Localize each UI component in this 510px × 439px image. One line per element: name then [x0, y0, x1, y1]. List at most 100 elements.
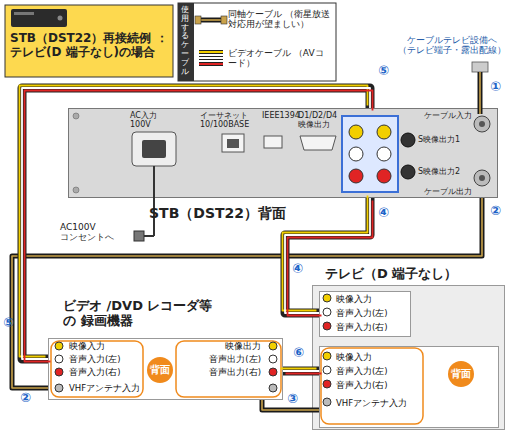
- cable-line: [22, 88, 370, 359]
- cable-line: [283, 367, 319, 376]
- tv-jack-panel: 映像入力音声入力(左)音声入力(右): [319, 291, 411, 337]
- cable-line: [283, 196, 368, 311]
- port-label: VHFアンテナ入力: [336, 399, 407, 409]
- part-label: ケーブル入力: [424, 111, 472, 120]
- part-label: AC100V コンセントへ: [60, 222, 130, 243]
- stb-panel-parts-part: [474, 116, 490, 132]
- legend-heading: 使用するケーブル: [181, 6, 189, 76]
- tv-jacks-part: [323, 366, 331, 374]
- stb-panel-parts-part: [73, 187, 79, 193]
- cable-line: [285, 198, 370, 313]
- title-box-part: [5, 5, 173, 77]
- legend-box-part: [199, 51, 223, 53]
- stb-panel-parts-part: [132, 132, 176, 166]
- port-label: 音声出力(右): [179, 368, 261, 378]
- recorder-back-panel: ビデオ /DVD レコーダ等の 録画機器映像入力音声入力(左)音声入力(右)VH…: [48, 338, 283, 400]
- stb-panel-parts-part: [264, 136, 282, 148]
- legend-box-part: [221, 16, 227, 24]
- recorder-jacks: [51, 341, 281, 397]
- legend-text: ビデオケーブル （AVコード）: [228, 48, 332, 69]
- port-label: 音声入力(左): [336, 309, 388, 319]
- av-cable: [281, 369, 322, 374]
- cable-line: [12, 198, 482, 388]
- part-label: D1/D2/D4 映像出力: [298, 111, 342, 129]
- tv-jacks-part: [323, 294, 331, 302]
- catv-outlet: [472, 62, 488, 114]
- ac-cord: [134, 166, 154, 241]
- stb-panel-parts-part: [142, 140, 166, 158]
- port-label: 映像入力: [69, 342, 105, 352]
- tv-jacks-part: [323, 322, 331, 330]
- legend-box-part: [199, 57, 223, 59]
- callout-number: ①: [490, 80, 501, 95]
- recorder-jacks-part: [176, 341, 281, 397]
- stb-panel-parts-part: [377, 169, 391, 183]
- port-label: 映像出力: [179, 342, 261, 352]
- stb-panel-parts-part: [401, 165, 415, 179]
- diagram-title: STB（DST22）再接続例 ：テレビ(D 端子なし)の場合: [10, 32, 170, 60]
- legend-box-part: [199, 18, 223, 23]
- recorder-jacks-part: [269, 355, 277, 363]
- stb-panel-parts-part: [401, 133, 415, 147]
- port-label: 音声入力(左): [336, 367, 388, 377]
- title-box: [5, 5, 173, 77]
- tv-jacks-part: [323, 352, 331, 360]
- legend-box-part: [199, 63, 223, 65]
- callout-number: ④: [378, 206, 389, 221]
- recorder-jacks-part: [269, 368, 277, 376]
- port-label: 映像入力: [336, 295, 372, 305]
- ac-cord-part: [144, 235, 154, 237]
- callout-number: ⑥: [293, 346, 304, 361]
- part-label: ケーブル出力: [424, 187, 472, 196]
- stb-panel-parts-part: [73, 113, 79, 119]
- cable-line: [20, 86, 368, 357]
- part-label: イーサネット 10/100BASE: [200, 111, 258, 129]
- legend-text: 同軸ケーブル （衛星放送対応用が望ましい）: [228, 9, 332, 30]
- av-cable: [20, 86, 373, 362]
- stb-panel-parts-part: [377, 125, 391, 139]
- port-label: 映像入力: [336, 353, 372, 363]
- port-label: 音声入力(左): [69, 355, 121, 365]
- callout-number: ③: [287, 392, 298, 407]
- title-box-part: [14, 12, 34, 15]
- node-heading: STB（DST22）背面: [149, 205, 359, 221]
- ac-cord-part: [153, 166, 155, 236]
- callout-number: ⑤: [378, 64, 389, 79]
- tv-jack-panel: 映像入力音声入力(左) 音声入力(右) VHFアンテナ入力 背面: [319, 346, 499, 428]
- ac-cord-part: [134, 231, 144, 241]
- cable-line: [281, 368, 317, 370]
- legend-box-part: [199, 62, 223, 66]
- tv-jacks-part: [323, 308, 331, 316]
- legend-box-part: [199, 50, 223, 54]
- coax-cable: [12, 198, 482, 388]
- stb-panel-parts-part: [300, 136, 336, 150]
- node-heading: テレビ（D 端子なし）: [325, 267, 503, 282]
- tv-jacks-part: [321, 348, 423, 424]
- stb-panel-parts-part: [479, 175, 485, 181]
- av-cable: [283, 196, 373, 316]
- stb-panel-parts-part: [227, 139, 239, 148]
- back-badge: 背面: [448, 361, 474, 387]
- stb-panel-parts-part: [479, 121, 485, 127]
- callout-number: ②: [20, 391, 31, 406]
- tv-jacks: [321, 294, 423, 424]
- stb-panel-parts-part: [349, 125, 363, 139]
- port-label: 音声入力(右): [336, 381, 388, 391]
- recorder-jacks-part: [51, 341, 143, 397]
- tv-jacks-part: [323, 380, 331, 388]
- recorder-jacks-part: [269, 384, 277, 392]
- callout-number: ④: [292, 262, 303, 277]
- stb-panel-parts-part: [342, 116, 398, 192]
- port-label: 音声出力(左): [179, 355, 261, 365]
- part-label: IEEE1394: [262, 111, 300, 120]
- recorder-jacks-part: [269, 342, 277, 350]
- tv-jacks-part: [323, 398, 331, 406]
- port-label: VHFアンテナ入力: [69, 384, 140, 394]
- part-label: ケーブルテレビ設備へ （テレビ端子・露出配線）: [398, 36, 506, 56]
- tv-set: テレビ（D 端子なし）映像入力音声入力(左)音声入力(右)映像入力音声入力(左)…: [312, 285, 505, 430]
- cable-line: [288, 201, 373, 316]
- cable-line: [286, 373, 322, 375]
- cable-line: [22, 88, 370, 359]
- callout-number: ⑤: [3, 316, 14, 331]
- recorder-jacks-part: [55, 384, 63, 392]
